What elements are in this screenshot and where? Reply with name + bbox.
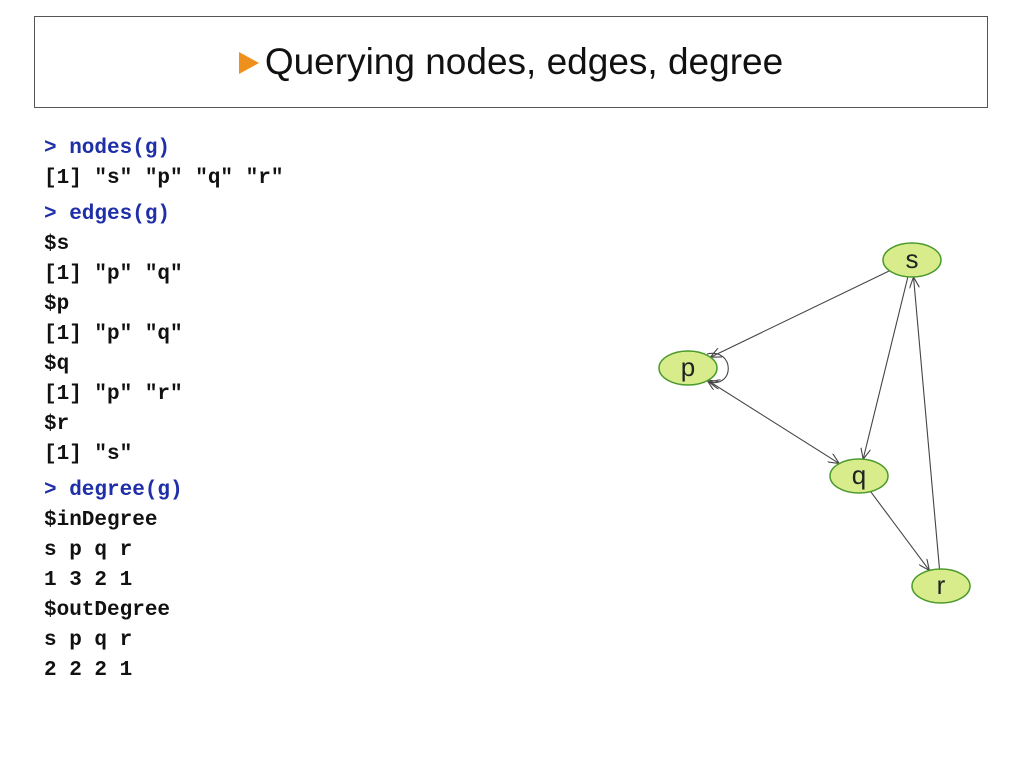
triangle-right-icon bbox=[238, 52, 259, 74]
edge-layer bbox=[707, 270, 941, 571]
console-output-line: $outDegree bbox=[44, 599, 171, 622]
page-title: Querying nodes, edges, degree bbox=[264, 41, 784, 82]
edge-r-s bbox=[914, 277, 941, 570]
console-output-line: 1 3 2 1 bbox=[44, 569, 133, 592]
console-output-line: 2 2 2 1 bbox=[44, 659, 133, 682]
console-output-line: $p bbox=[44, 293, 70, 316]
node-q: q bbox=[829, 458, 889, 494]
title-row: Querying nodes, edges, degree bbox=[238, 41, 784, 83]
node-ellipse bbox=[882, 242, 942, 278]
console-output-line: s p q r bbox=[44, 539, 133, 562]
edge-q-r bbox=[870, 491, 930, 571]
edge-p-q bbox=[708, 380, 840, 463]
r-console-output: > nodes(g) [1] "s" "p" "q" "r" > edges(g) $… bbox=[44, 134, 524, 692]
console-output-line: $q bbox=[44, 353, 70, 376]
console-output-line: $s bbox=[44, 233, 70, 256]
directed-graph: s p q r bbox=[658, 242, 971, 604]
console-output-line: s p q r bbox=[44, 629, 133, 652]
node-ellipse bbox=[911, 568, 971, 604]
console-output-line: [1] "p" "q" bbox=[44, 263, 183, 286]
console-command: > nodes(g) bbox=[44, 137, 171, 160]
node-p: p bbox=[658, 350, 718, 386]
console-output-line: [1] "p" "r" bbox=[44, 383, 183, 406]
node-r: r bbox=[911, 568, 971, 604]
edge-s-p bbox=[710, 270, 890, 357]
node-layer: s p q r bbox=[658, 242, 971, 604]
node-label: r bbox=[937, 570, 946, 600]
console-block: > degree(g) $inDegree s p q r 1 3 2 1 $outDe… bbox=[44, 476, 524, 686]
edge-s-q bbox=[863, 276, 909, 459]
node-s: s bbox=[882, 242, 942, 278]
console-output-line: [1] "s" "p" "q" "r" bbox=[44, 167, 284, 190]
node-label: p bbox=[681, 352, 695, 382]
node-ellipse bbox=[658, 350, 718, 386]
title-box: Querying nodes, edges, degree bbox=[34, 16, 988, 108]
node-label: s bbox=[906, 244, 919, 274]
node-label: q bbox=[852, 460, 866, 490]
console-block: > edges(g) $s [1] "p" "q" $p [1] "p" "q" $q [1… bbox=[44, 200, 524, 470]
console-output-line: $r bbox=[44, 413, 70, 436]
console-output-line: $inDegree bbox=[44, 509, 158, 532]
node-ellipse bbox=[829, 458, 889, 494]
console-block: > nodes(g) [1] "s" "p" "q" "r" bbox=[44, 134, 524, 194]
console-output-line: [1] "s" bbox=[44, 443, 133, 466]
console-command: > edges(g) bbox=[44, 203, 171, 226]
console-output-line: [1] "p" "q" bbox=[44, 323, 183, 346]
console-command: > degree(g) bbox=[44, 479, 183, 502]
